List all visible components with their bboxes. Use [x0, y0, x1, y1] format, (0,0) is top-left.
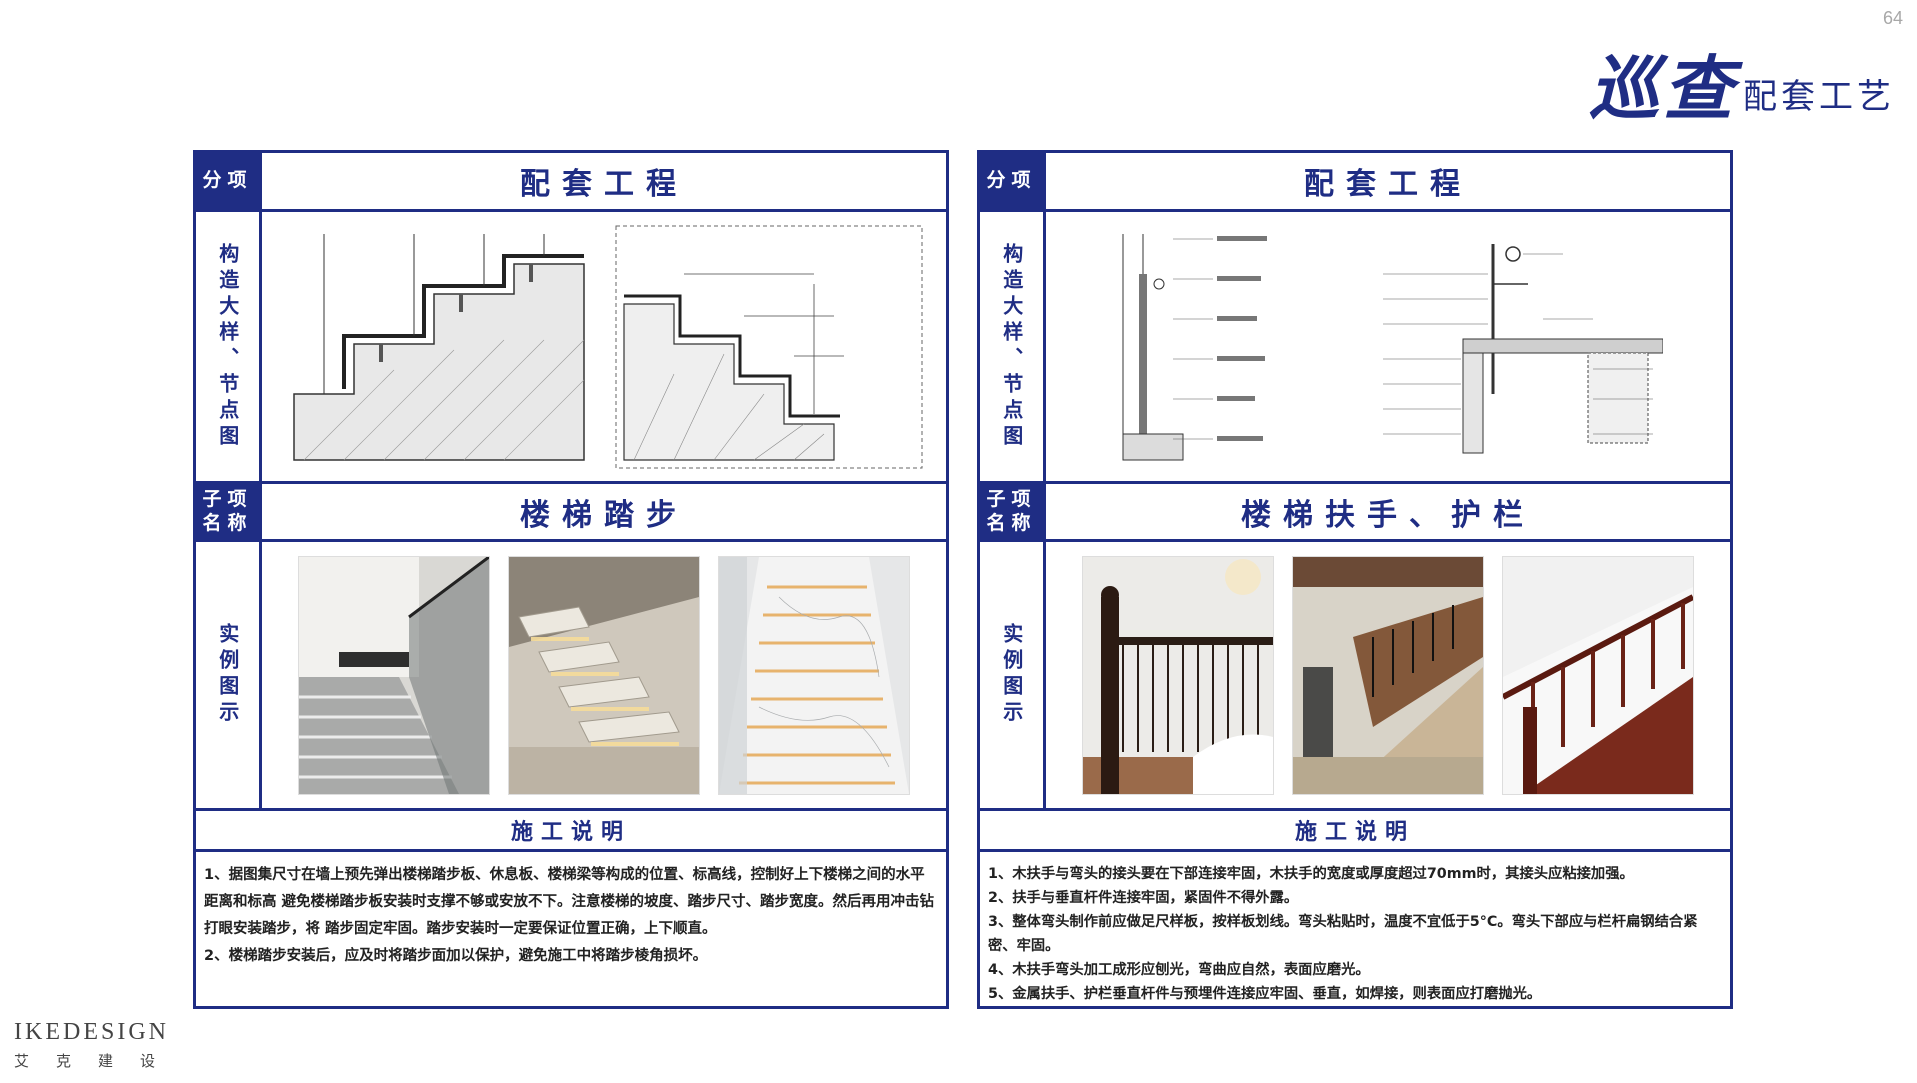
- notes-row: 1、木扶手与弯头的接头要在下部连接牢固，木扶手的宽度或厚度超过70mm时，其接头…: [980, 852, 1730, 1006]
- drawing-row: 构造大样、节点图: [980, 212, 1730, 484]
- stair-section-drawing-1: [284, 223, 594, 470]
- construction-notes: 1、木扶手与弯头的接头要在下部连接牢固，木扶手的宽度或厚度超过70mm时，其接头…: [988, 862, 1722, 1006]
- construction-notes: 1、据图集尺寸在墙上预先弹出楼梯踏步板、休息板、楼梯梁等构成的位置、标高线，控制…: [204, 862, 938, 970]
- notes-title-row: 施工说明: [980, 811, 1730, 852]
- category-label-cell: 分项: [196, 153, 262, 209]
- stair-photo-2: [508, 555, 700, 795]
- notes-title-row: 施工说明: [196, 811, 946, 852]
- subitem-name: 楼梯踏步: [520, 497, 688, 533]
- card-stair-treads: 分项 配套工程 构造大样、节点图: [193, 150, 949, 1009]
- subitem-label: 子项名称: [986, 487, 1037, 534]
- handrail-photo-1: [1082, 555, 1274, 795]
- note-item: 1、木扶手与弯头的接头要在下部连接牢固，木扶手的宽度或厚度超过70mm时，其接头…: [988, 866, 1634, 882]
- notes-row: 1、据图集尺寸在墙上预先弹出楼梯踏步板、休息板、楼梯梁等构成的位置、标高线，控制…: [196, 852, 946, 1006]
- category-label: 分项: [986, 169, 1037, 192]
- photos-label: 实例图示: [215, 623, 240, 727]
- note-item: 4、木扶手弯头加工成形应刨光，弯曲应自然，表面应磨光。: [988, 962, 1370, 978]
- brand-title: 巡查 配套工艺: [1589, 54, 1895, 124]
- drawing-label-cell: 构造大样、节点图: [980, 212, 1046, 481]
- photos-label-cell: 实例图示: [196, 542, 262, 808]
- card-stair-handrail: 分项 配套工程 构造大样、节点图: [977, 150, 1733, 1009]
- page-number: 64: [1882, 8, 1903, 28]
- subitem-label: 子项名称: [202, 487, 253, 534]
- note-item: 3、整体弯头制作前应做足尺样板，按样板划线。弯头粘贴时，温度不宜低于5°C。弯头…: [988, 914, 1698, 954]
- note-item: 2、楼梯踏步安装后，应及时将踏步面加以保护，避免施工中将踏步棱角损坏。: [204, 948, 708, 964]
- photos-label-cell: 实例图示: [980, 542, 1046, 808]
- brand-sub-text: 配套工艺: [1743, 77, 1895, 117]
- drawing-label-cell: 构造大样、节点图: [196, 212, 262, 481]
- notes-title: 施工说明: [1294, 820, 1415, 845]
- category-label: 分项: [202, 169, 253, 192]
- subitem-name: 楼梯扶手、护栏: [1241, 497, 1535, 533]
- photos-label: 实例图示: [999, 623, 1024, 727]
- footer-brand: IKEDESIGN 艾克建设: [14, 1019, 182, 1071]
- subitem-row: 子项名称 楼梯扶手、护栏: [980, 484, 1730, 542]
- handrail-photo-3: [1502, 555, 1694, 795]
- category-label-cell: 分项: [980, 153, 1046, 209]
- subitem-label-cell: 子项名称: [980, 484, 1046, 539]
- card-header-title: 配套工程: [1304, 167, 1472, 202]
- photos-row: 实例图示: [980, 542, 1730, 811]
- subitem-label-cell: 子项名称: [196, 484, 262, 539]
- subitem-row: 子项名称 楼梯踏步: [196, 484, 946, 542]
- handrail-elevation-drawing: [1113, 223, 1343, 470]
- drawing-row: 构造大样、节点图: [196, 212, 946, 484]
- stair-section-drawing-2: [614, 224, 924, 470]
- note-item: 1、据图集尺寸在墙上预先弹出楼梯踏步板、休息板、楼梯梁等构成的位置、标高线，控制…: [204, 867, 935, 937]
- card-header-row: 分项 配套工程: [196, 153, 946, 212]
- drawing-label: 构造大样、节点图: [215, 242, 240, 451]
- footer-brand-cn: 艾克建设: [14, 1052, 183, 1070]
- card-header-title: 配套工程: [520, 167, 688, 202]
- photos-row: 实例图示: [196, 542, 946, 811]
- handrail-photo-2: [1292, 555, 1484, 795]
- card-header-row: 分项 配套工程: [980, 153, 1730, 212]
- brand-main-text: 巡查: [1589, 47, 1737, 130]
- note-item: 2、扶手与垂直杆件连接牢固，紧固件不得外露。: [988, 890, 1299, 906]
- footer-brand-en: IKEDESIGN: [14, 1019, 169, 1045]
- drawing-label: 构造大样、节点图: [999, 242, 1024, 451]
- stair-photo-1: [298, 555, 490, 795]
- stair-photo-3: [718, 555, 910, 795]
- note-item: 5、金属扶手、护栏垂直杆件与预埋件连接应牢固、垂直，如焊接，则表面应打磨抛光。: [988, 986, 1542, 1002]
- handrail-section-drawing: [1363, 223, 1663, 470]
- notes-title: 施工说明: [510, 820, 631, 845]
